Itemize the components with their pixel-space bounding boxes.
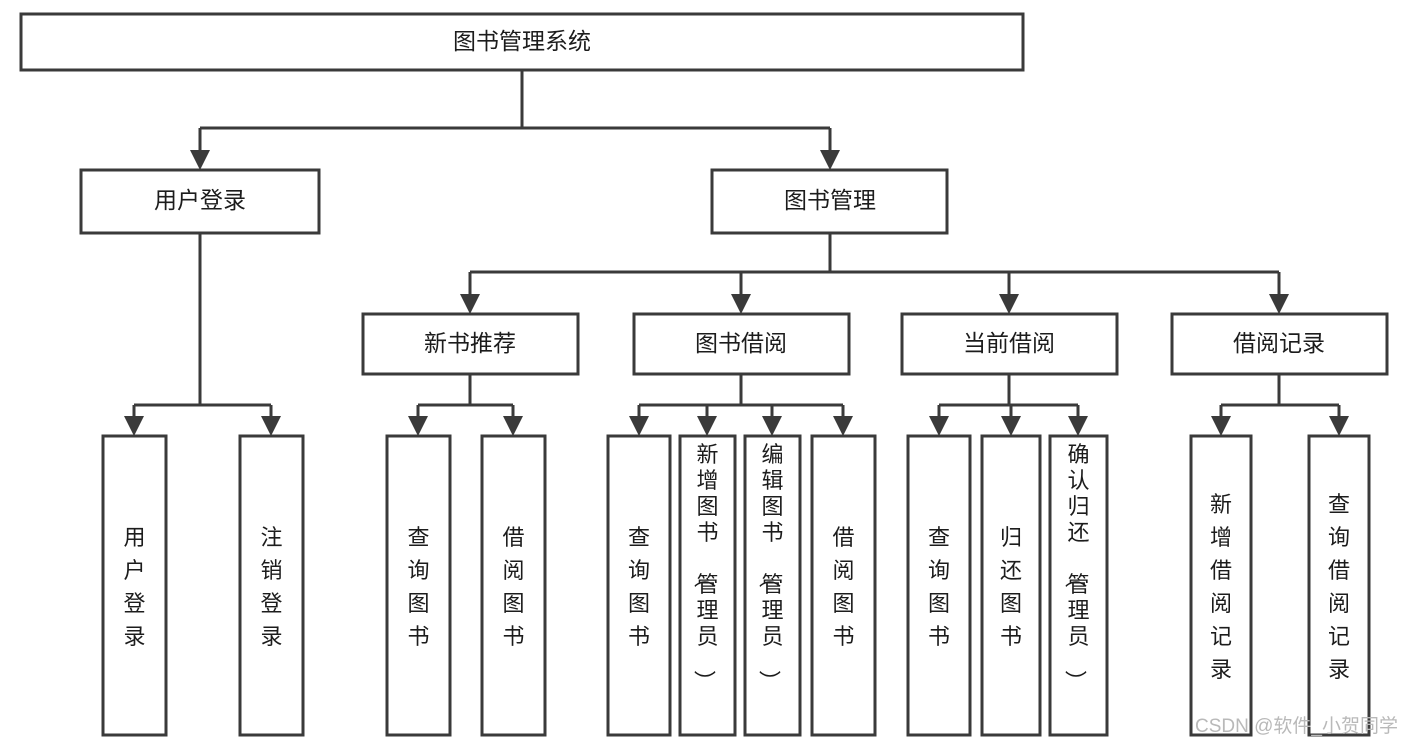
node-leaf-add-borrow-record[interactable]: 新增借阅记录 <box>1189 434 1253 737</box>
node-new-book-recommend[interactable]: 新书推荐 <box>361 312 580 376</box>
arrow-leaf-add-book-admin <box>697 416 717 436</box>
node-leaf-user-logout-box[interactable] <box>238 434 305 737</box>
node-leaf-query-borrow-record-box[interactable] <box>1307 434 1371 737</box>
node-root[interactable]: 图书管理系统 <box>19 12 1025 72</box>
node-borrow-record-box[interactable] <box>1170 312 1389 376</box>
connector-group-new-book-recommend-to-leaves <box>408 374 523 436</box>
node-leaf-query-book-2[interactable]: 查询图书 <box>606 434 672 737</box>
node-leaf-query-book-1-box[interactable] <box>385 434 452 737</box>
node-leaf-edit-book-admin-label: 编辑图书（管理员） <box>756 442 783 692</box>
node-leaf-confirm-return-admin-label: 确认归还（管理员） <box>1062 442 1089 692</box>
arrow-leaf-borrow-book-1 <box>503 416 523 436</box>
node-current-borrow-label: 当前借阅 <box>963 330 1055 356</box>
connector-group-root-to-level1 <box>190 70 840 170</box>
node-leaf-add-book-admin[interactable]: 新增图书（管理员） <box>678 434 737 737</box>
node-leaf-borrow-book-2-label: 借阅图书 <box>832 525 854 649</box>
connector-group-borrow-record-to-leaves <box>1211 374 1349 436</box>
arrow-leaf-user-logout <box>261 416 281 436</box>
node-leaf-return-book[interactable]: 归还图书 <box>980 434 1042 737</box>
node-book-borrow-box[interactable] <box>632 312 851 376</box>
node-leaf-borrow-book-2-box[interactable] <box>810 434 877 737</box>
arrow-leaf-query-borrow-record <box>1329 416 1349 436</box>
node-leaf-query-book-1[interactable]: 查询图书 <box>385 434 452 737</box>
node-root-box[interactable] <box>19 12 1025 72</box>
connector-group-book-manage-to-level2 <box>460 233 1289 314</box>
node-leaf-add-book-admin-box[interactable] <box>678 434 737 737</box>
arrow-current-borrow <box>999 294 1019 314</box>
node-leaf-query-book-3-box[interactable] <box>906 434 972 737</box>
node-book-manage[interactable]: 图书管理 <box>710 168 949 235</box>
node-leaf-add-borrow-record-box[interactable] <box>1189 434 1253 737</box>
arrow-leaf-confirm-return-admin <box>1068 416 1088 436</box>
arrow-leaf-edit-book-admin <box>762 416 782 436</box>
arrow-leaf-add-borrow-record <box>1211 416 1231 436</box>
node-leaf-return-book-label: 归还图书 <box>1000 525 1022 649</box>
node-leaf-query-book-1-label: 查询图书 <box>407 525 429 649</box>
node-current-borrow[interactable]: 当前借阅 <box>900 312 1119 376</box>
node-leaf-borrow-book-1-box[interactable] <box>480 434 547 737</box>
connector-group-book-borrow-to-leaves <box>629 374 853 436</box>
node-leaf-edit-book-admin[interactable]: 编辑图书（管理员） <box>743 434 802 737</box>
node-leaf-user-logout-label: 注销登录 <box>260 525 282 649</box>
leaf-node-layer: 用户登录 注销登录 查询图书 借阅图书 查询图书 新增图书（管理员） 编辑图书（管理员） 借阅… <box>101 434 1371 737</box>
arrow-book-manage <box>820 150 840 170</box>
node-borrow-record-label: 借阅记录 <box>1233 330 1325 356</box>
arrow-leaf-user-login <box>124 416 144 436</box>
arrow-leaf-return-book <box>1001 416 1021 436</box>
arrow-new-book-recommend <box>460 294 480 314</box>
node-current-borrow-box[interactable] <box>900 312 1119 376</box>
connector-group-current-borrow-to-leaves <box>929 374 1088 436</box>
node-leaf-add-borrow-record-label: 新增借阅记录 <box>1210 492 1232 682</box>
arrow-leaf-query-book-3 <box>929 416 949 436</box>
node-leaf-user-login[interactable]: 用户登录 <box>101 434 168 737</box>
node-borrow-record[interactable]: 借阅记录 <box>1170 312 1389 376</box>
arrow-leaf-query-book-1 <box>408 416 428 436</box>
node-book-manage-box[interactable] <box>710 168 949 235</box>
node-leaf-confirm-return-admin[interactable]: 确认归还（管理员） <box>1048 434 1109 737</box>
node-leaf-query-book-3[interactable]: 查询图书 <box>906 434 972 737</box>
node-new-book-recommend-box[interactable] <box>361 312 580 376</box>
node-leaf-query-book-2-box[interactable] <box>606 434 672 737</box>
node-user-login[interactable]: 用户登录 <box>79 168 321 235</box>
node-leaf-add-book-admin-label: 新增图书（管理员） <box>691 442 718 692</box>
node-root-label: 图书管理系统 <box>453 28 591 54</box>
node-leaf-user-login-box[interactable] <box>101 434 168 737</box>
node-leaf-borrow-book-1[interactable]: 借阅图书 <box>480 434 547 737</box>
node-leaf-query-borrow-record-label: 查询借阅记录 <box>1328 492 1350 682</box>
node-leaf-confirm-return-admin-box[interactable] <box>1048 434 1109 737</box>
node-leaf-query-book-2-label: 查询图书 <box>628 525 650 649</box>
arrow-borrow-record <box>1269 294 1289 314</box>
node-leaf-query-borrow-record[interactable]: 查询借阅记录 <box>1307 434 1371 737</box>
watermark-label: CSDN @软件_小贺同学 <box>1195 715 1398 737</box>
arrow-user-login <box>190 150 210 170</box>
node-leaf-user-logout[interactable]: 注销登录 <box>238 434 305 737</box>
arrow-leaf-query-book-2 <box>629 416 649 436</box>
node-book-manage-label: 图书管理 <box>784 187 876 213</box>
node-leaf-return-book-box[interactable] <box>980 434 1042 737</box>
node-leaf-borrow-book-2[interactable]: 借阅图书 <box>810 434 877 737</box>
node-leaf-edit-book-admin-box[interactable] <box>743 434 802 737</box>
node-leaf-user-login-label: 用户登录 <box>123 525 145 649</box>
arrow-leaf-borrow-book-2 <box>833 416 853 436</box>
node-new-book-recommend-label: 新书推荐 <box>424 330 516 356</box>
arrow-book-borrow <box>731 294 751 314</box>
node-user-login-box[interactable] <box>79 168 321 235</box>
node-user-login-label: 用户登录 <box>154 187 246 213</box>
node-book-borrow[interactable]: 图书借阅 <box>632 312 851 376</box>
node-book-borrow-label: 图书借阅 <box>695 330 787 356</box>
connector-group-user-login-to-leaves <box>124 233 281 436</box>
node-leaf-borrow-book-1-label: 借阅图书 <box>502 525 524 649</box>
node-leaf-query-book-3-label: 查询图书 <box>928 525 950 649</box>
